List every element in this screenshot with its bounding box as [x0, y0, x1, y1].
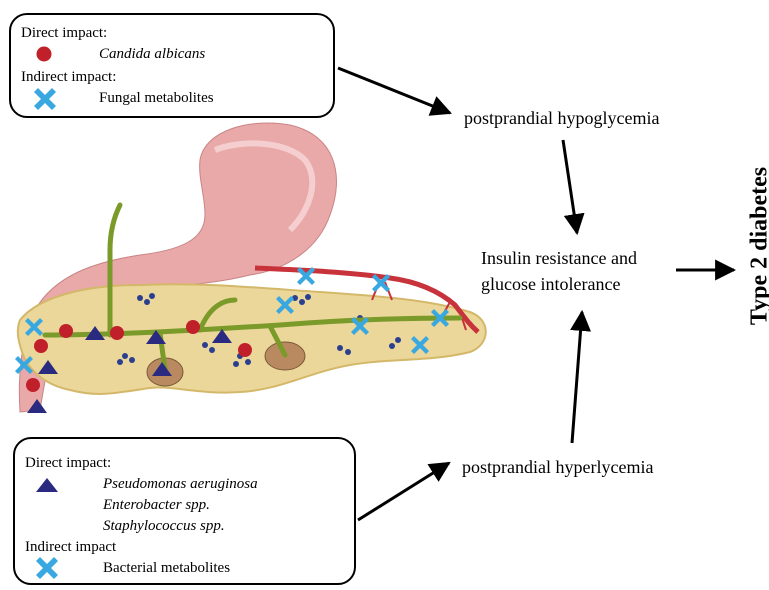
- node-insulin-resistance-line1: Insulin resistance and: [481, 248, 637, 269]
- navy-triangle-icon: [35, 477, 59, 493]
- legend-indirect-label: Indirect impact:: [21, 69, 116, 86]
- blue-cross-icon: [35, 556, 59, 580]
- legend-item-pseudomonas: Pseudomonas aeruginosa: [103, 476, 258, 493]
- legend-item-candida: Candida albicans: [99, 46, 205, 63]
- legend-item-enterobacter: Enterobacter spp.: [103, 497, 210, 514]
- arrow-legend-top-to-hypoglycemia: [338, 68, 450, 113]
- node-postprandial-hypoglycemia: postprandial hypoglycemia: [464, 108, 659, 129]
- outcome-type-2-diabetes: Type 2 diabetes: [747, 167, 769, 325]
- legend-item-staphylococcus: Staphylococcus spp.: [103, 518, 225, 535]
- legend-bacterial: Direct impact: Pseudomonas aeruginosa En…: [13, 437, 356, 585]
- arrow-legend-bottom-to-hyperglycemia: [358, 463, 449, 520]
- arrow-hyperglycemia-to-insulin: [572, 312, 582, 443]
- legend-direct-label: Direct impact:: [25, 455, 111, 472]
- legend-item-bacterial-metabolites: Bacterial metabolites: [103, 560, 230, 577]
- arrow-hypoglycemia-to-insulin: [563, 140, 577, 233]
- legend-item-fungal-metabolites: Fungal metabolites: [99, 90, 214, 107]
- blue-cross-icon: [33, 87, 57, 111]
- node-insulin-resistance-line2: glucose intolerance: [481, 274, 620, 295]
- legend-fungal: Direct impact: Candida albicans Indirect…: [9, 13, 335, 118]
- red-circle-icon: [35, 45, 53, 63]
- legend-direct-label: Direct impact:: [21, 25, 107, 42]
- node-postprandial-hyperglycemia: postprandial hyperlycemia: [462, 457, 653, 478]
- legend-indirect-label: Indirect impact: [25, 539, 116, 556]
